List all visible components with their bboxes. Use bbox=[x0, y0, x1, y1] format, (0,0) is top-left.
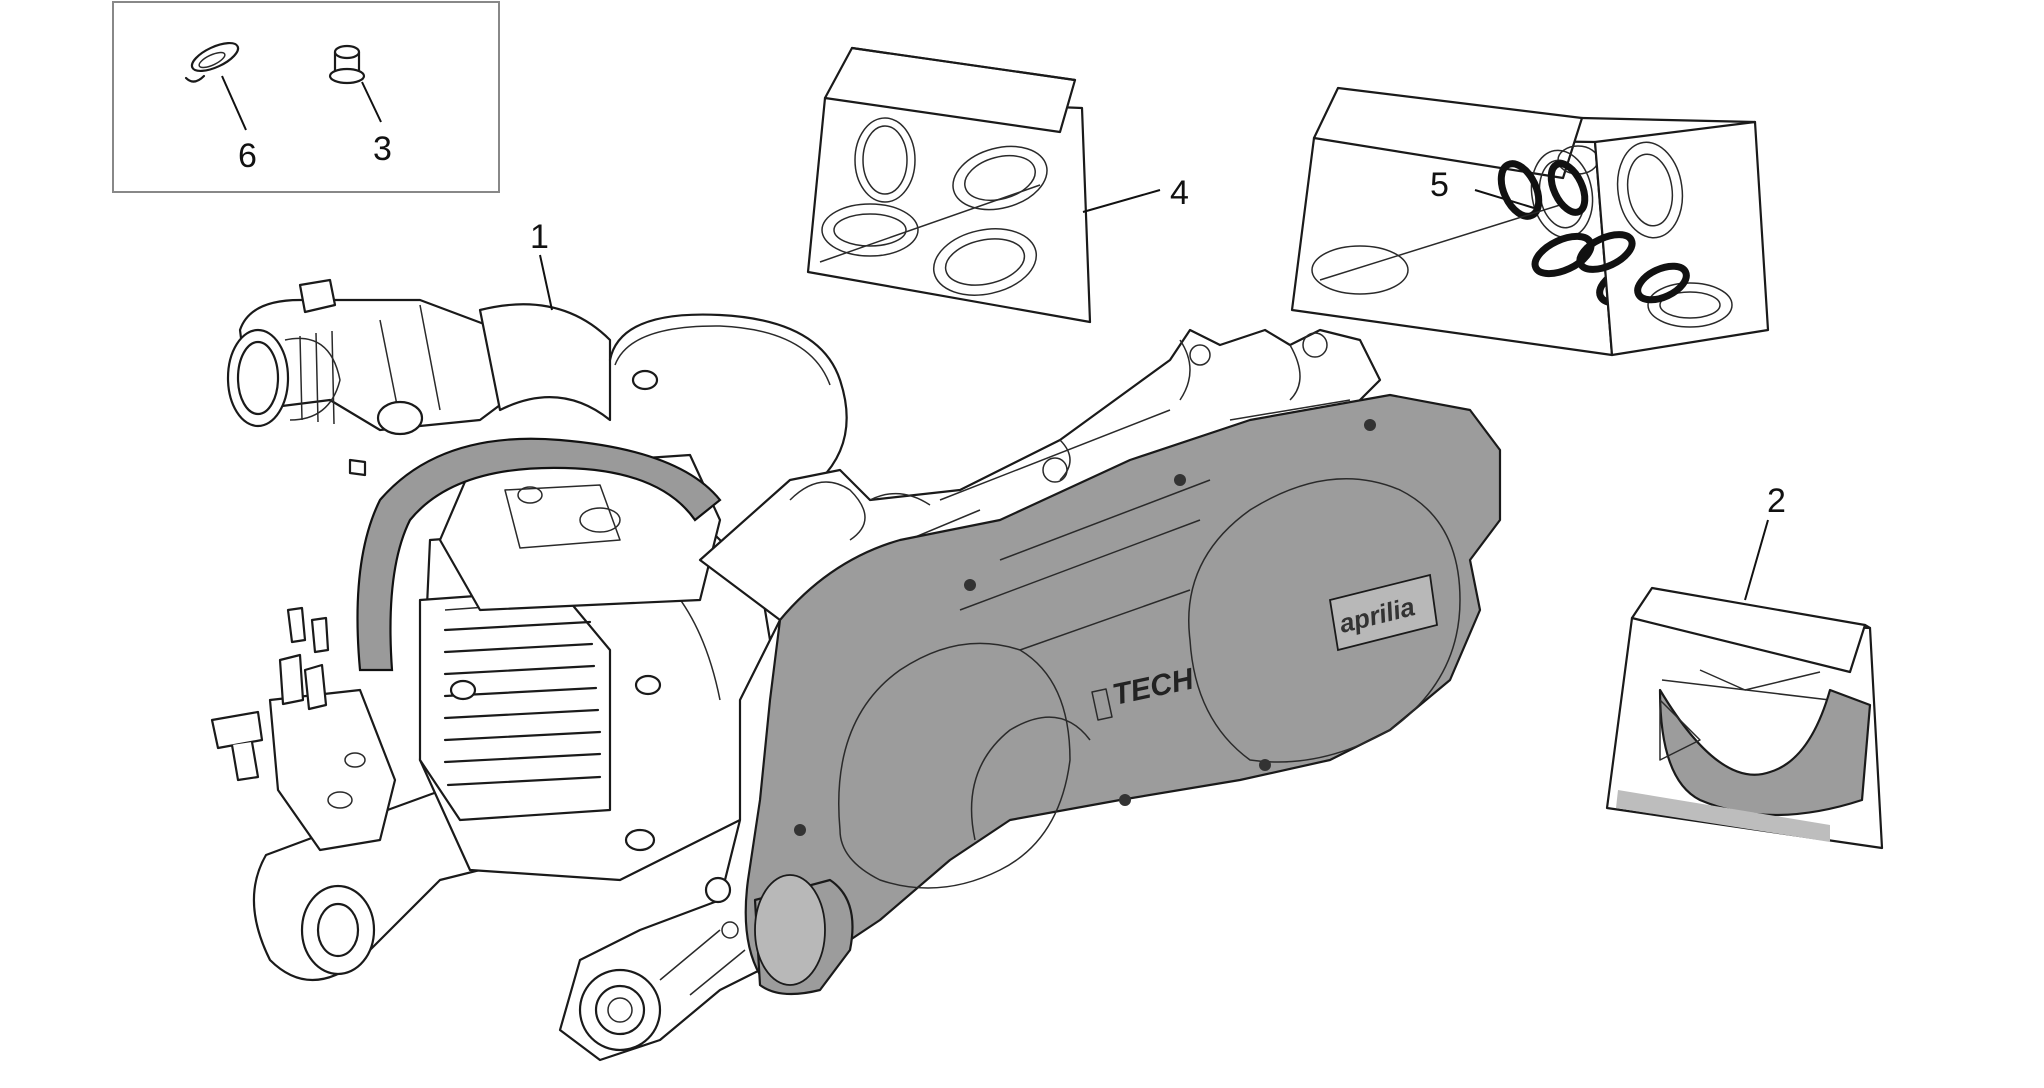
engine-assembly: aprilia TECH bbox=[210, 278, 1502, 1062]
leader-1 bbox=[539, 254, 553, 311]
callout-1: 1 bbox=[530, 218, 549, 256]
wire-loop bbox=[608, 313, 848, 482]
callout-5: 5 bbox=[1430, 166, 1449, 204]
gasket-kit-bag-2 bbox=[1605, 586, 1884, 850]
callout-4: 4 bbox=[1170, 174, 1189, 212]
small-parts-inset: 6 3 bbox=[112, 1, 500, 193]
leader-5 bbox=[1474, 189, 1535, 209]
part-3-plug bbox=[328, 44, 366, 85]
callout-2: 2 bbox=[1767, 482, 1786, 520]
leader-2 bbox=[1744, 519, 1769, 601]
hose-loop bbox=[356, 437, 722, 672]
leader-4 bbox=[1082, 189, 1161, 213]
leader-6 bbox=[221, 75, 247, 131]
leader-3 bbox=[361, 81, 382, 123]
callout-3: 3 bbox=[373, 130, 392, 168]
variator-cover bbox=[744, 393, 1502, 977]
part-6-clip-ring bbox=[184, 41, 240, 83]
seal-kit-bag-5-side bbox=[1593, 120, 1770, 357]
callout-6: 6 bbox=[238, 137, 257, 175]
gasket-kit-bag-4 bbox=[806, 46, 1092, 324]
cover-brand-badge: aprilia bbox=[1328, 573, 1439, 652]
